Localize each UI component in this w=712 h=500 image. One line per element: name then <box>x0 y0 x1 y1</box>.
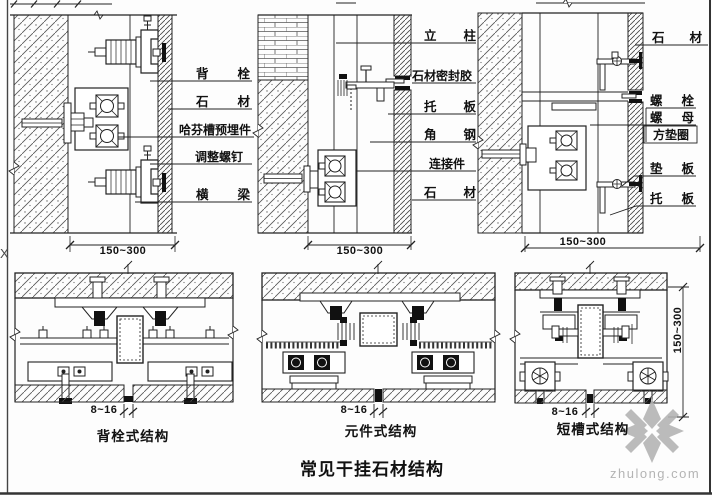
leader-lines <box>118 80 254 203</box>
slot-angle-upper <box>596 51 642 91</box>
label-nut: 螺母 <box>650 111 694 125</box>
detail-component-plan <box>256 260 501 418</box>
label-connector: 连接件 <box>428 157 465 171</box>
label-angle-steel: 角钢 <box>424 128 476 142</box>
dimension-top-middle: 150~300 <box>336 245 384 257</box>
caption-short-slot-type: 短槽式结构 <box>556 422 630 437</box>
height-dimension-bottom-right: 150~300 <box>672 306 684 354</box>
dimension-top-right: 150~300 <box>559 236 607 248</box>
embedded-plate <box>74 87 129 151</box>
label-stone-3: 石材 <box>652 31 702 45</box>
label-square-washer: 方垫圈 <box>652 128 689 142</box>
dimension-150-300 <box>520 236 705 253</box>
dimension-150-300 <box>65 236 180 252</box>
caption-back-bolt-type: 背栓式结构 <box>96 429 170 444</box>
label-back-bolt: 背栓 <box>196 67 250 81</box>
label-stone-1: 石材 <box>196 95 250 109</box>
label-shim-plate: 垫板 <box>650 162 694 176</box>
detail-back-bolt-plan <box>9 260 239 418</box>
label-support-plate-2: 托板 <box>650 192 694 206</box>
dimension-150-300 <box>303 236 416 250</box>
connector-plate <box>317 149 357 207</box>
detail-short-slot-plan <box>509 260 689 422</box>
detail-short-slot-section <box>472 0 708 253</box>
slot-angle-lower <box>596 175 642 214</box>
watermark-text: zhulong.com <box>610 466 701 481</box>
label-adjusting-screw: 调整螺钉 <box>194 150 243 164</box>
joint-dimension <box>581 404 600 418</box>
stray-x-mark: X <box>0 246 9 261</box>
sealant-joint-support <box>337 65 395 110</box>
embedded-plate <box>527 125 587 191</box>
detail-component-section <box>252 2 476 250</box>
caption-component-type: 元件式结构 <box>344 424 418 439</box>
back-bolt-anchor-upper <box>88 15 166 74</box>
label-beam: 横梁 <box>196 188 250 202</box>
label-support-plate-1: 托板 <box>424 100 476 114</box>
back-bolt-anchor-lower <box>88 145 166 204</box>
label-column: 立柱 <box>424 29 476 43</box>
halfen-channel-bolt <box>21 102 94 144</box>
label-stone-2: 石材 <box>424 186 476 200</box>
joint-dimension-bottom-right: 8~16 <box>551 406 579 418</box>
dimension-top-left: 150~300 <box>99 245 147 257</box>
rail-clips <box>38 326 215 339</box>
label-halfen-channel-embed: 哈芬槽预埋件 <box>178 123 251 137</box>
sheet-title: 常见干挂石材结构 <box>300 460 444 479</box>
leader-lines <box>336 42 476 201</box>
label-bolt: 螺栓 <box>650 94 694 108</box>
joint-dimension <box>369 404 388 418</box>
joint-dimension-bottom-left: 8~16 <box>90 404 118 416</box>
wall-anchor-bolt <box>481 143 537 166</box>
label-stone-sealant: 石材密封胶 <box>411 69 472 83</box>
joint-dimension <box>119 404 138 418</box>
joint-dimension-bottom-middle: 8~16 <box>340 404 368 416</box>
watermark-logo <box>620 399 684 463</box>
leader-lines <box>590 44 708 216</box>
detail-back-bolt-section <box>8 0 254 252</box>
